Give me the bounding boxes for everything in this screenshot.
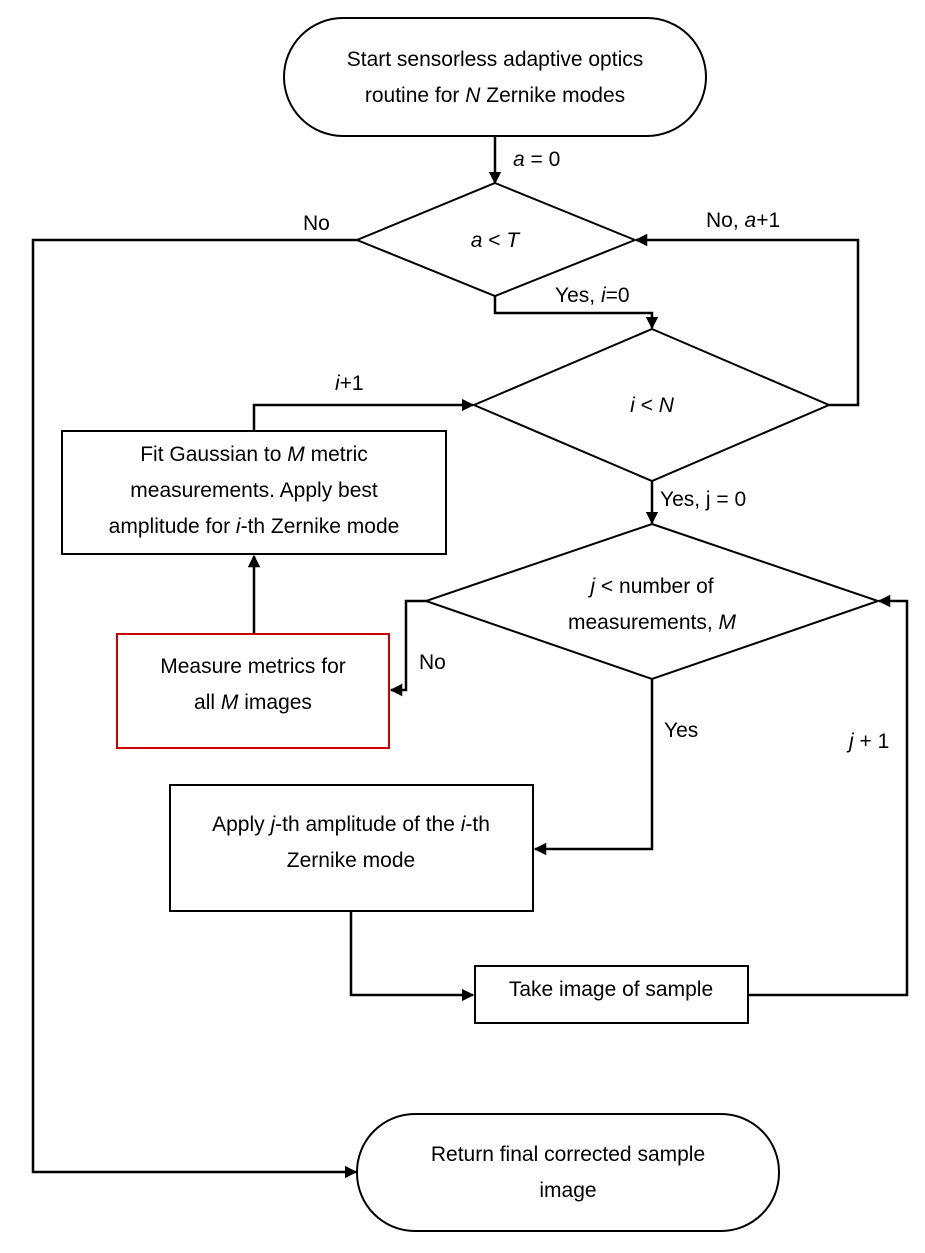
node-take-image-text: Take image of sample [509,978,713,1001]
edge-i-yes-to-j: Yes, j = 0 [645,481,746,525]
edge-apply-to-take [349,911,475,1002]
edge-label-no-a-plus-1: No, a+1 [706,209,780,232]
edge-i-no-to-a: No, a+1 [634,209,860,407]
edge-j-no-to-measure: No [389,599,446,697]
edge-label-a-equals-0: a = 0 [513,148,560,171]
edge-label-yes-j-0: Yes, j = 0 [660,488,746,511]
edge-take-to-j: j + 1 [748,594,909,997]
node-decision-a: a < T [354,181,638,298]
edge-start-to-a: a = 0 [488,137,560,185]
node-decision-a-text: a < T [471,229,522,252]
node-decision-i: i < N [471,327,832,483]
edge-fit-to-i: i+1 [252,372,475,431]
node-decision-i-text: i < N [630,394,675,417]
edge-a-no-to-return: No [31,212,358,1179]
edge-label-j-plus-1: j + 1 [846,730,889,753]
node-take-image: Take image of sample [474,965,749,1024]
edge-label-no-a: No [303,212,330,235]
edge-label-yes-i-0: Yes, i=0 [555,284,630,307]
edge-label-yes: Yes [664,719,698,742]
edge-label-i-plus-1: i+1 [335,372,364,395]
edge-a-yes-to-i: Yes, i=0 [493,284,659,330]
edge-j-yes-to-apply: Yes [533,679,698,856]
edge-label-no-j: No [419,651,446,674]
